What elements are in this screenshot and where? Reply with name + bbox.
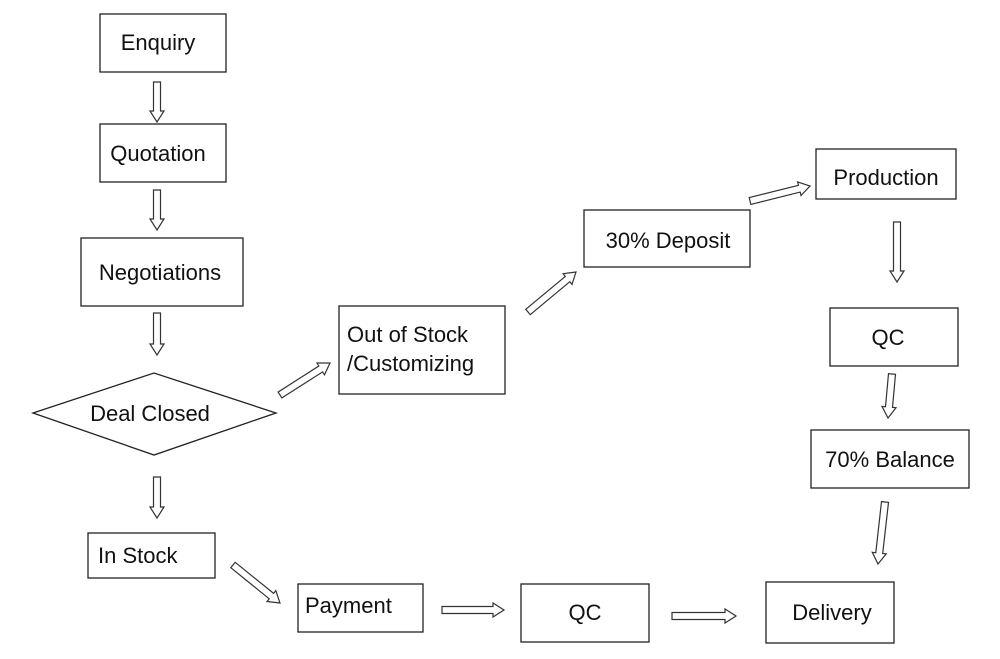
arrow-out-of-stock-to-deposit — [524, 271, 577, 316]
arrow-production-to-qc-top — [888, 221, 906, 284]
node-delivery: Delivery — [765, 581, 895, 644]
arrow-qc-top-to-balance — [880, 373, 898, 420]
node-negotiations-label: Negotiations — [99, 260, 221, 285]
node-production: Production — [815, 148, 957, 200]
arrow-deposit-to-production — [748, 180, 812, 206]
node-balance-label: 70% Balance — [825, 447, 955, 472]
node-delivery-label: Delivery — [792, 600, 871, 625]
node-deposit-label: 30% Deposit — [606, 228, 731, 253]
node-production-label: Production — [833, 165, 938, 190]
arrow-in-stock-to-payment — [229, 561, 281, 604]
node-quotation-label: Quotation — [110, 141, 205, 166]
arrow-qc-bottom-to-delivery — [671, 607, 738, 625]
arrow-deal-closed-to-out-of-stock — [277, 362, 331, 399]
arrows-group — [148, 81, 906, 625]
arrow-deal-closed-to-in-stock — [148, 476, 166, 520]
node-qc-top-label: QC — [872, 325, 905, 350]
node-qc-bottom-label: QC — [569, 600, 602, 625]
node-out-of-stock-label-line1: Out of Stock — [347, 322, 469, 347]
node-qc-bottom: QC — [520, 583, 650, 643]
node-negotiations: Negotiations — [80, 237, 244, 307]
node-deal-closed-label: Deal Closed — [90, 401, 210, 426]
node-payment: Payment — [297, 583, 424, 633]
node-deposit: 30% Deposit — [583, 209, 751, 268]
arrow-payment-to-qc-bottom — [441, 601, 506, 619]
arrow-balance-to-delivery — [871, 500, 890, 566]
node-enquiry: Enquiry — [99, 13, 227, 73]
node-balance: 70% Balance — [810, 429, 970, 489]
node-quotation: Quotation — [99, 123, 227, 183]
arrow-enquiry-to-quotation — [148, 81, 166, 124]
node-in-stock: In Stock — [87, 532, 216, 579]
arrow-quotation-to-negotiations — [148, 189, 166, 232]
node-payment-label: Payment — [305, 593, 392, 618]
node-deal-closed: Deal Closed — [30, 372, 279, 456]
node-out-of-stock-label-line2: /Customizing — [347, 351, 474, 376]
node-qc-top: QC — [829, 307, 959, 367]
arrow-negotiations-to-deal-closed — [148, 312, 166, 357]
node-in-stock-label: In Stock — [98, 543, 178, 568]
node-enquiry-label: Enquiry — [121, 30, 196, 55]
node-out-of-stock: Out of Stock /Customizing — [338, 305, 506, 395]
